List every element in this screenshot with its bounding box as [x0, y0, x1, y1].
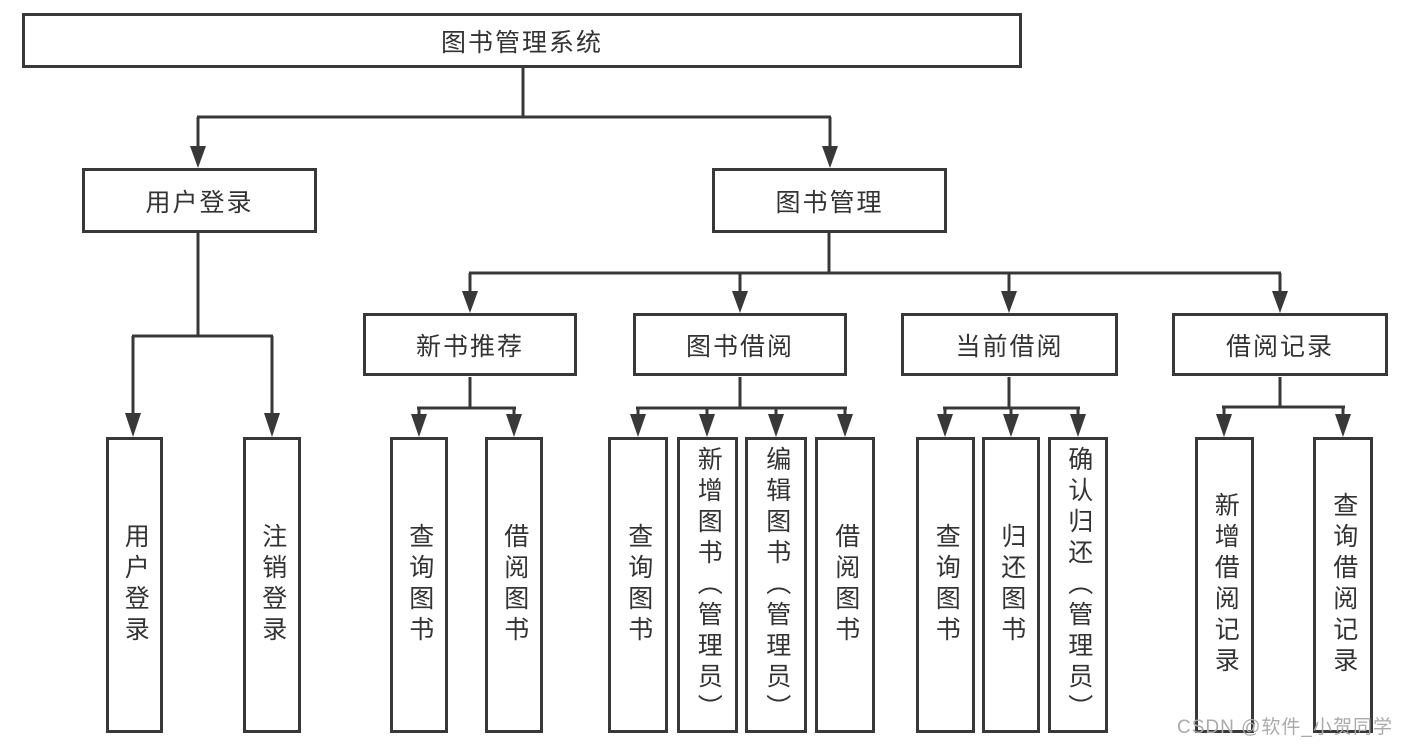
leaf-br-add-record-label: 新增借阅记录 — [1211, 492, 1240, 678]
leaf-nb-query-books: 查询图书 — [390, 437, 448, 733]
node-library-system-label: 图书管理系统 — [440, 28, 603, 57]
node-current-borrowing: 当前借阅 — [901, 313, 1118, 376]
node-user-login: 用户登录 — [82, 168, 317, 233]
leaf-logout-label: 注销登录 — [258, 523, 287, 647]
node-book-borrowing-label: 图书借阅 — [685, 332, 794, 361]
csdn-watermark: CSDN @软件_小贺同学 — [1177, 717, 1393, 738]
leaf-user-login: 用户登录 — [106, 437, 163, 733]
leaf-cb-confirm-return-label: 确认归还（管理员） — [1064, 445, 1093, 725]
leaf-nb-borrow-books: 借阅图书 — [485, 437, 543, 733]
leaf-nb-query-books-label: 查询图书 — [405, 523, 434, 647]
leaf-cb-query-books-label: 查询图书 — [932, 523, 961, 647]
leaf-logout: 注销登录 — [243, 437, 301, 733]
leaf-bb-query-books: 查询图书 — [608, 437, 668, 733]
node-current-borrowing-label: 当前借阅 — [955, 332, 1064, 361]
node-borrowing-records: 借阅记录 — [1172, 313, 1388, 376]
leaf-bb-borrow-books-label: 借阅图书 — [831, 523, 860, 647]
node-user-login-label: 用户登录 — [145, 188, 254, 217]
leaf-bb-add-books: 新增图书（管理员） — [677, 437, 738, 733]
leaf-nb-borrow-books-label: 借阅图书 — [500, 523, 529, 647]
leaf-cb-return-books: 归还图书 — [982, 437, 1040, 733]
leaf-bb-edit-books-label: 编辑图书（管理员） — [762, 445, 791, 725]
leaf-cb-query-books: 查询图书 — [916, 437, 975, 733]
leaf-bb-add-books-label: 新增图书（管理员） — [694, 445, 723, 725]
leaf-cb-confirm-return: 确认归还（管理员） — [1048, 437, 1108, 733]
node-borrowing-records-label: 借阅记录 — [1225, 332, 1334, 361]
leaf-user-login-label: 用户登录 — [121, 523, 150, 647]
leaf-br-query-record: 查询借阅记录 — [1313, 437, 1373, 733]
node-library-system: 图书管理系统 — [22, 13, 1022, 68]
leaf-bb-borrow-books: 借阅图书 — [815, 437, 875, 733]
leaf-br-add-record: 新增借阅记录 — [1195, 437, 1254, 733]
leaf-cb-return-books-label: 归还图书 — [997, 523, 1026, 647]
leaf-bb-edit-books: 编辑图书（管理员） — [745, 437, 807, 733]
node-book-management: 图书管理 — [712, 168, 947, 233]
leaf-br-query-record-label: 查询借阅记录 — [1329, 492, 1358, 678]
node-book-management-label: 图书管理 — [775, 188, 884, 217]
node-book-borrowing: 图书借阅 — [633, 313, 847, 376]
node-new-book-recommend-label: 新书推荐 — [415, 332, 524, 361]
leaf-bb-query-books-label: 查询图书 — [624, 523, 653, 647]
node-new-book-recommend: 新书推荐 — [363, 313, 577, 376]
